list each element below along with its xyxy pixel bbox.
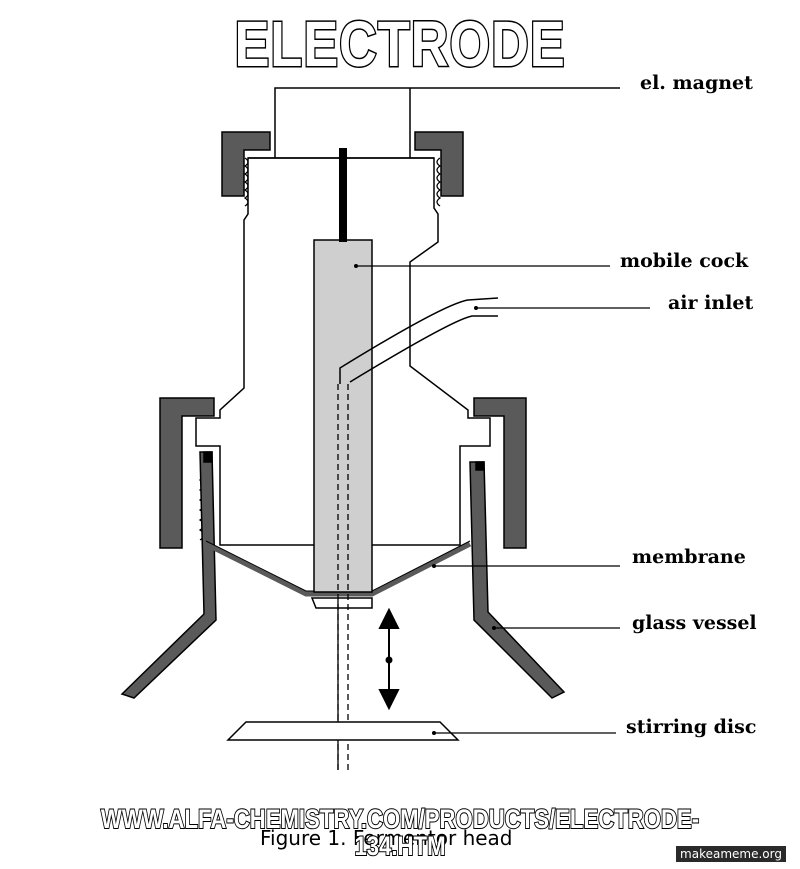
air-inlet-tube <box>339 297 499 384</box>
mobile-cock <box>313 239 373 593</box>
label-mobile-cock: mobile cock <box>620 250 749 272</box>
bottom-nut <box>310 597 373 609</box>
upper-cap-left <box>221 131 271 197</box>
label-el-magnet: el. magnet <box>640 72 753 94</box>
label-stirring-disc: stirring disc <box>626 716 757 738</box>
stirring-disc <box>226 721 460 741</box>
meme-bottom-text: WWW.ALFA-CHEMISTRY.COM/PRODUCTS/ELECTROD… <box>100 804 700 861</box>
motion-arrow <box>378 607 400 711</box>
upper-threads <box>243 157 442 207</box>
watermark: makeameme.org <box>676 846 786 862</box>
label-glass-vessel: glass vessel <box>632 612 757 634</box>
label-air-inlet: air inlet <box>668 292 754 314</box>
lower-cap-left <box>159 397 215 549</box>
magnet-wires <box>274 87 620 158</box>
stirrer-shaft <box>337 384 349 770</box>
leader-dots <box>354 264 496 735</box>
membrane <box>204 541 472 597</box>
upper-cap-right <box>414 131 464 197</box>
figure-caption: Figure 1. Fermentor head <box>260 826 513 850</box>
lower-cap-right <box>473 397 527 549</box>
leader-lines <box>356 265 650 734</box>
label-membrane: membrane <box>632 546 746 568</box>
glass-vessel <box>120 451 566 699</box>
meme-top-text: ELECTRODE <box>233 8 566 80</box>
magnet-rod <box>339 148 347 242</box>
